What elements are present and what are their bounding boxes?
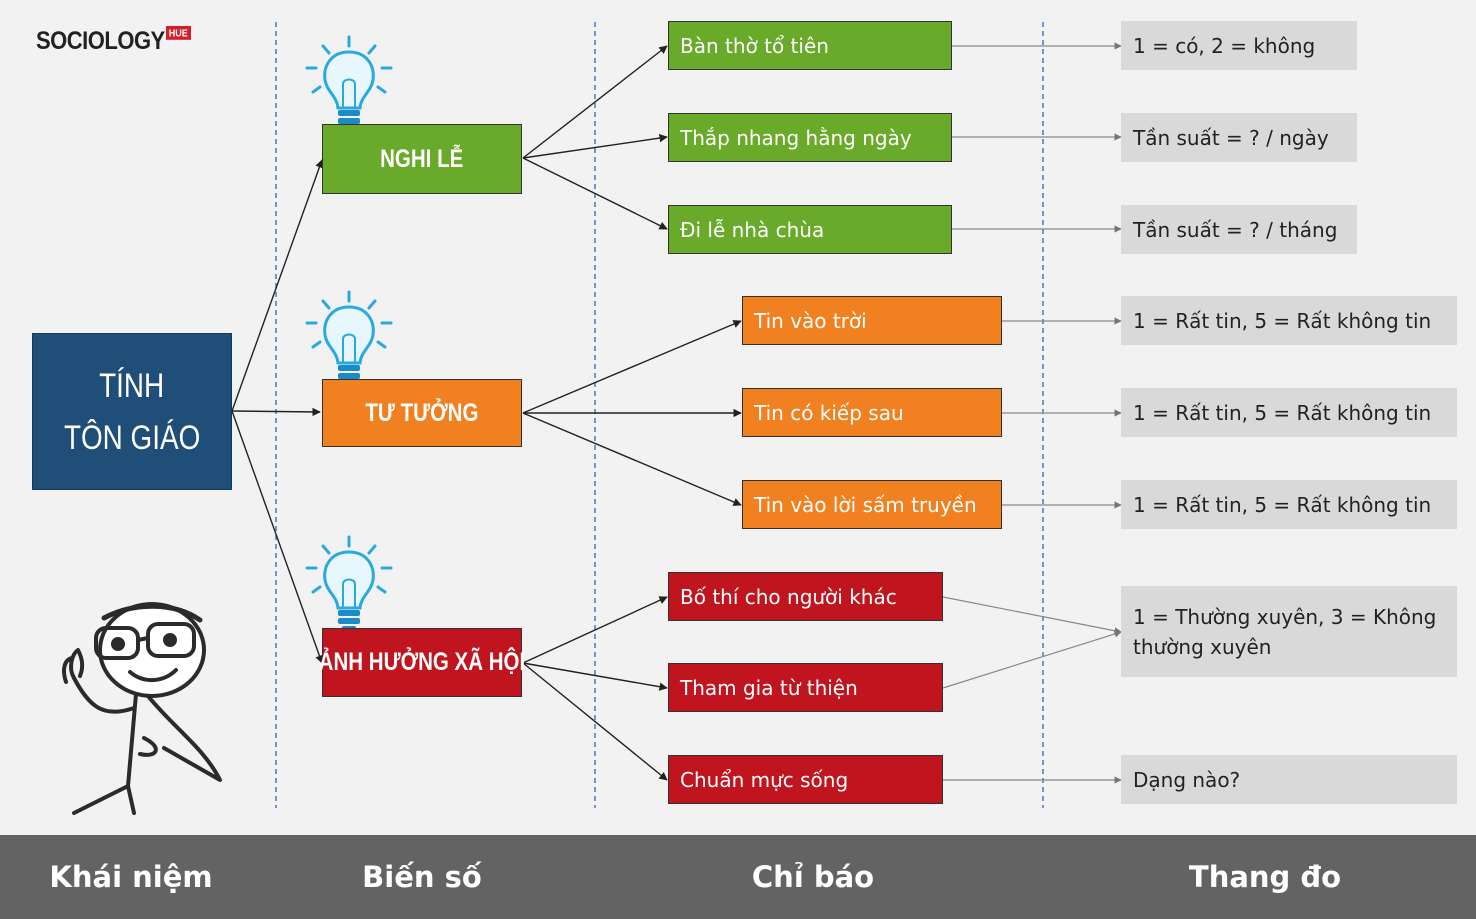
indicator-label: Bàn thờ tổ tiên (680, 33, 829, 58)
indicator-ban-tho-to-tien: Bàn thờ tổ tiên (668, 21, 952, 70)
scale-label: Tần suất = ? / ngày (1133, 125, 1329, 150)
indicator-thap-nhang: Thắp nhang hằng ngày (668, 113, 952, 162)
indicator-tin-vao-loi-sam-truyen: Tin vào lời sấm truyền (742, 480, 1002, 529)
scale-label: Tần suất = ? / tháng (1133, 217, 1338, 242)
footer-text: Biến số (362, 860, 482, 894)
indicator-label: Thắp nhang hằng ngày (680, 125, 912, 150)
footer-bar (0, 835, 1476, 919)
indicator-label: Đi lễ nhà chùa (680, 217, 825, 242)
footer-text: Thang đo (1188, 860, 1342, 894)
indicator-di-le-nha-chua: Đi lễ nhà chùa (668, 205, 952, 254)
concept-line-1: TÍNH (99, 366, 165, 405)
scale-label: 1 = Rất tin, 5 = Rất không tin (1133, 492, 1432, 517)
variable-label: ẢNH HƯỞNG XÃ HỘI (318, 648, 526, 676)
variable-nghi-le: NGHI LỄ (322, 124, 522, 194)
lightbulb-icon (305, 290, 393, 387)
indicator-chuan-muc-song: Chuẩn mực sống (668, 755, 943, 804)
scale-label: 1 = Thường xuyên, 3 = Không thường xuyên (1133, 604, 1437, 659)
scale-label: 1 = Rất tin, 5 = Rất không tin (1133, 308, 1432, 333)
variable-label: NGHI LỄ (380, 144, 464, 173)
footer-text: Khái niệm (49, 860, 213, 894)
indicator-tin-vao-troi: Tin vào trời (742, 296, 1002, 345)
indicator-bo-thi: Bố thí cho người khác (668, 572, 943, 621)
scale-box: 1 = Rất tin, 5 = Rất không tin (1121, 296, 1457, 345)
scale-label: Dạng nào? (1133, 767, 1241, 792)
indicator-tham-gia-tu-thien: Tham gia từ thiện (668, 663, 943, 712)
scale-box: 1 = có, 2 = không (1121, 21, 1357, 70)
scale-box: Dạng nào? (1121, 755, 1457, 804)
indicator-label: Tham gia từ thiện (680, 675, 858, 700)
indicator-label: Chuẩn mực sống (680, 767, 849, 792)
concept-box: TÍNH TÔN GIÁO (32, 333, 232, 490)
indicator-tin-co-kiep-sau: Tin có kiếp sau (742, 388, 1002, 437)
footer-label-chi-bao: Chỉ báo (702, 835, 924, 919)
scale-label: 1 = có, 2 = không (1133, 33, 1316, 58)
indicator-label: Tin vào lời sấm truyền (754, 492, 977, 517)
scale-box: Tần suất = ? / ngày (1121, 113, 1357, 162)
variable-label: TƯ TƯỞNG (365, 398, 479, 427)
footer-label-thang-do: Thang đo (1150, 835, 1380, 919)
scale-box: 1 = Rất tin, 5 = Rất không tin (1121, 480, 1457, 529)
variable-tu-tuong: TƯ TƯỞNG (322, 379, 522, 447)
thinking-person-illustration (62, 602, 222, 815)
lightbulb-icon (305, 35, 393, 132)
scale-label: 1 = Rất tin, 5 = Rất không tin (1133, 400, 1432, 425)
footer-text: Chỉ báo (751, 860, 875, 894)
scale-box: Tần suất = ? / tháng (1121, 205, 1357, 254)
lightbulb-icon (305, 535, 393, 632)
scale-box: 1 = Rất tin, 5 = Rất không tin (1121, 388, 1457, 437)
indicator-label: Tin vào trời (754, 308, 867, 333)
footer-label-khai-niem: Khái niệm (22, 835, 240, 919)
logo-badge: HUE (165, 26, 191, 40)
variable-anh-huong-xa-hoi: ẢNH HƯỞNG XÃ HỘI (318, 628, 526, 697)
concept-line-2: TÔN GIÁO (63, 418, 201, 457)
logo-text: SOCIOLOGY (36, 26, 165, 55)
footer-label-bien-so: Biến số (312, 835, 532, 919)
scale-box: 1 = Thường xuyên, 3 = Không thường xuyên (1121, 586, 1457, 677)
indicator-label: Bố thí cho người khác (680, 584, 897, 609)
indicator-label: Tin có kiếp sau (754, 400, 904, 425)
